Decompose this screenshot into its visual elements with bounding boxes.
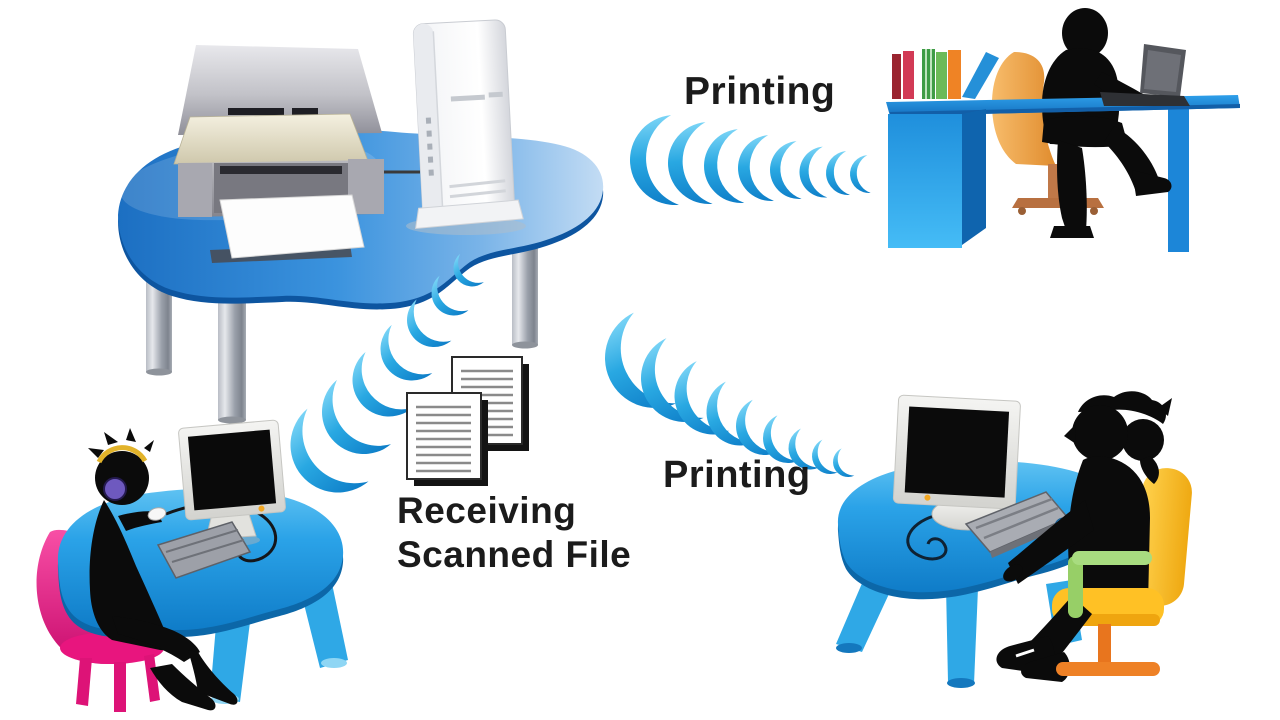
chair-base-icon — [1056, 662, 1160, 676]
receiving-label-line2: Scanned File — [397, 534, 632, 575]
scanned-documents-icon — [406, 356, 529, 486]
crt2-monitor-icon — [892, 394, 1021, 510]
wireless-router-icon — [412, 19, 524, 230]
printing-user-silhouette — [1003, 391, 1172, 615]
printer-icon — [173, 45, 384, 263]
headphones-earcup-icon — [103, 477, 127, 501]
bookshelf-books-icon — [892, 49, 999, 99]
printer-station — [118, 19, 604, 424]
mouse-icon — [147, 507, 167, 521]
printing-label-bottom: Printing — [663, 454, 811, 496]
receiving-station — [36, 419, 348, 712]
crt-monitor-icon — [178, 419, 286, 521]
laptop-desk-station — [886, 8, 1240, 252]
desk-right-leg-icon — [1168, 107, 1189, 252]
wifi-signal-top-icon — [626, 115, 871, 209]
office-desk-icon — [886, 95, 1240, 248]
receiving-label-line1: Receiving — [397, 490, 577, 531]
headphones-band-icon — [96, 445, 148, 464]
receiving-user-silhouette — [88, 428, 238, 711]
receiving-scanned-file-label: Receiving Scanned File — [397, 489, 631, 577]
laptop-user-silhouette — [1042, 8, 1172, 238]
pc2-cable-icon — [906, 514, 948, 561]
printing-station — [836, 391, 1192, 688]
printing-label-top: Printing — [684, 70, 836, 113]
laptop-icon — [1100, 44, 1190, 106]
chair-armrest-green-icon — [1068, 551, 1152, 618]
boot-highlight — [1015, 648, 1035, 658]
keyboard-icon — [156, 521, 252, 579]
chair-pedestal-icon — [1098, 624, 1111, 666]
